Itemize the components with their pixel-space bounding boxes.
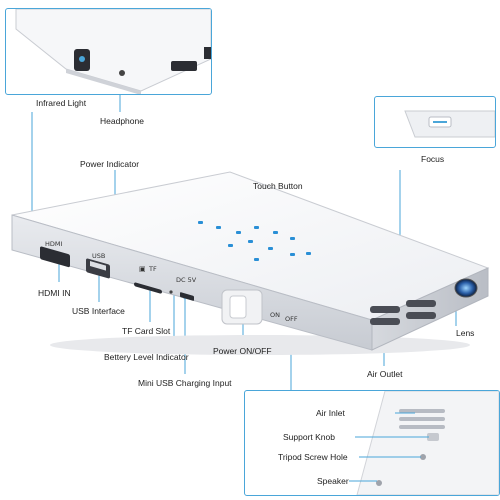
marking-off: OFF <box>285 315 298 323</box>
inset-bottom <box>244 390 500 496</box>
marking-on: ON <box>270 311 280 319</box>
projector-body <box>11 171 490 355</box>
label-air-inlet: Air Inlet <box>316 408 345 418</box>
inset-device-corner <box>15 9 211 94</box>
label-tf-card-slot: TF Card Slot <box>122 326 171 336</box>
label-battery-level-indicator: Bettery Level Indicator <box>104 352 189 362</box>
sd-card-icon: ▣ <box>139 265 146 273</box>
label-air-outlet: Air Outlet <box>367 369 403 379</box>
label-tripod-screw-hole: Tripod Screw Hole <box>278 452 348 462</box>
infrared-led <box>79 56 85 62</box>
label-mini-usb-charging-input: Mini USB Charging Input <box>138 378 232 388</box>
marking-dc5v: DC 5V <box>176 276 197 284</box>
label-usb-interface: USB Interface <box>72 306 125 316</box>
headphone-jack <box>119 70 125 76</box>
label-headphone: Headphone <box>100 116 144 126</box>
label-support-knob: Support Knob <box>283 432 335 442</box>
marking-hdmi: HDMI <box>45 240 63 248</box>
label-infrared-light: Infrared Light <box>36 98 87 108</box>
marking-usb: USB <box>92 252 106 260</box>
touch-buttons <box>198 221 311 261</box>
label-hdmi-in: HDMI IN <box>38 288 71 298</box>
label-lens: Lens <box>456 328 475 338</box>
label-power-on-off: Power ON/OFF <box>213 346 272 356</box>
inset-bottom-device <box>349 391 499 495</box>
label-touch-button: Touch Button <box>253 181 303 191</box>
inset-focus <box>374 96 496 148</box>
marking-tf: TF <box>149 265 157 273</box>
inset-focus-device <box>404 110 495 138</box>
inset-hdmi-port <box>171 61 197 71</box>
inset-infrared-headphone <box>5 8 212 95</box>
label-speaker: Speaker <box>317 476 349 486</box>
label-power-indicator: Power Indicator <box>80 159 140 169</box>
label-focus: Focus <box>421 154 445 164</box>
